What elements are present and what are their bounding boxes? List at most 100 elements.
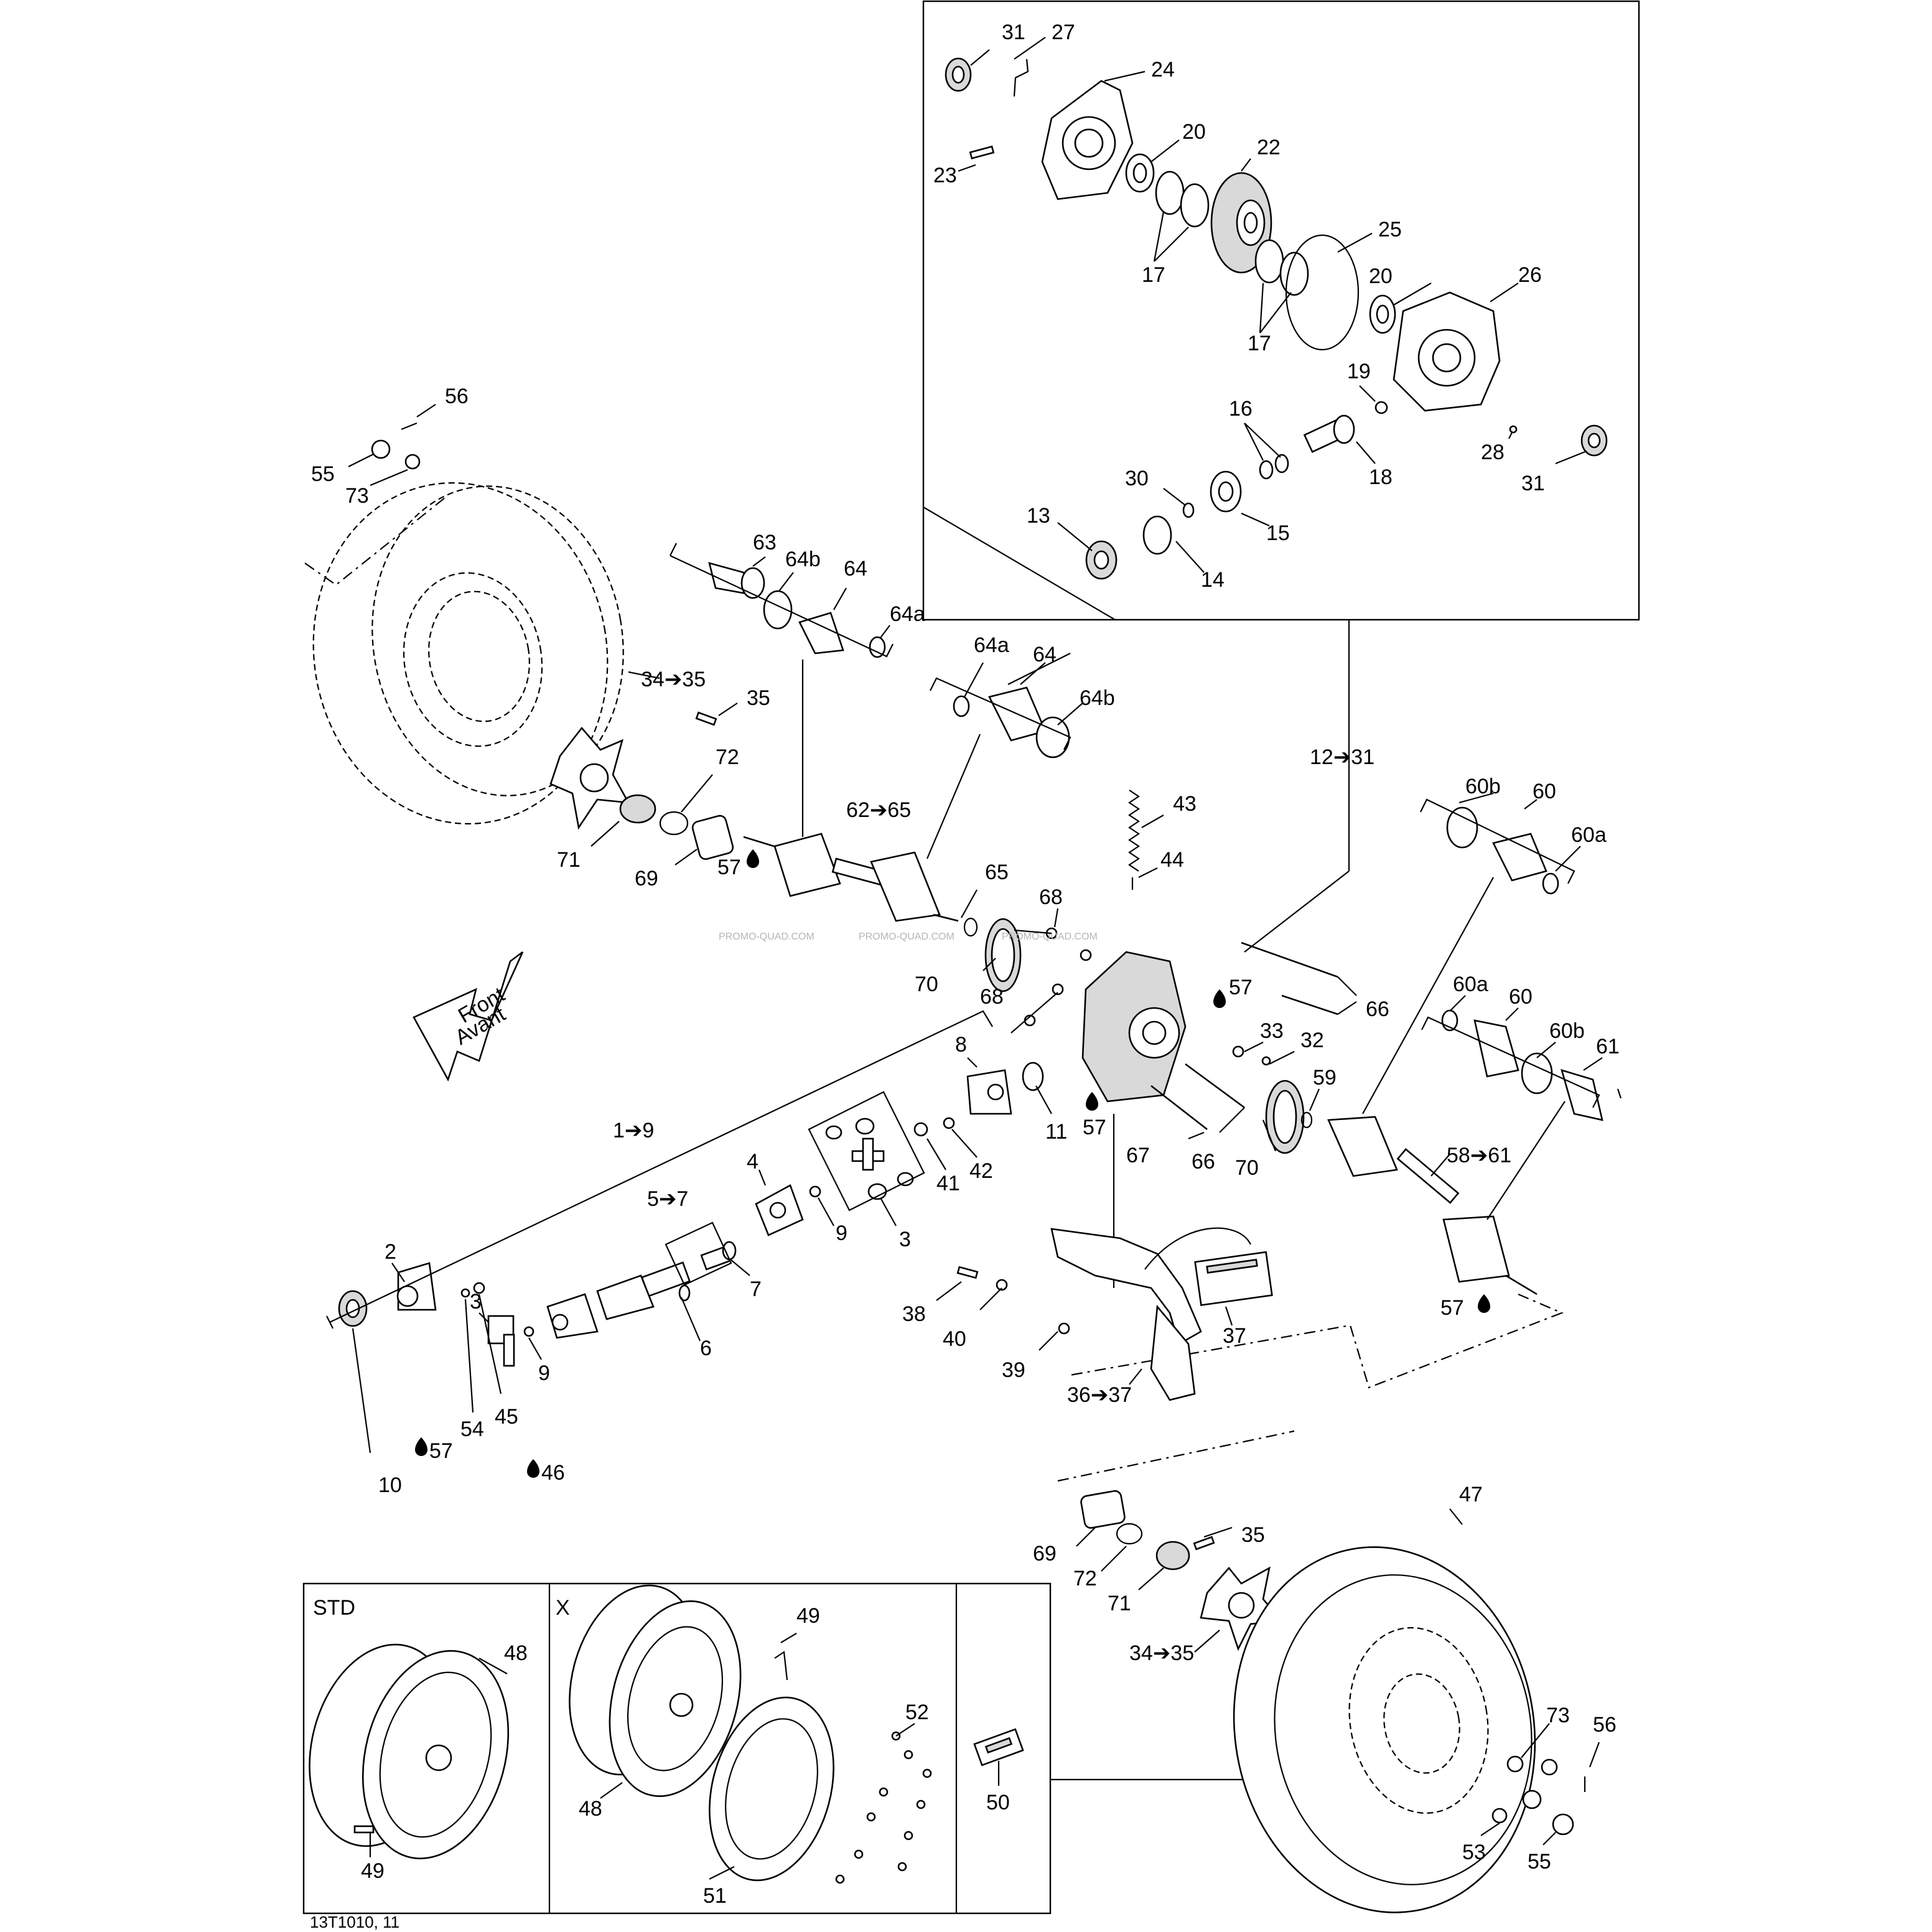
callout-67: 67 — [1126, 1144, 1150, 1167]
callout-50: 50 — [986, 1791, 1010, 1814]
callout-16: 16 — [1229, 397, 1253, 421]
callout-60b: 60b — [1549, 1019, 1585, 1043]
callout-43: 43 — [1173, 792, 1197, 816]
clip-59 — [1300, 1111, 1313, 1129]
callout-62-65: 62➔65 — [846, 798, 911, 822]
callout-61: 61 — [1596, 1035, 1620, 1058]
callout-44: 44 — [1160, 848, 1184, 872]
bracket-1-9 — [326, 1010, 993, 1329]
shim-16a — [1274, 454, 1289, 474]
callout-41: 41 — [936, 1172, 960, 1195]
seal-70-right-inner — [1272, 1090, 1297, 1144]
differential-housing-26 — [1393, 291, 1501, 412]
rear-differential-housing — [1081, 951, 1187, 1103]
callout-57: 57 — [1083, 1116, 1106, 1139]
callout-71: 71 — [1108, 1592, 1131, 1615]
screw-38 — [956, 1266, 979, 1279]
cv-kit-60-bottom — [1441, 1009, 1622, 1121]
callout-73: 73 — [345, 484, 369, 508]
seal-71-top — [619, 794, 656, 824]
callout-30: 30 — [1125, 467, 1149, 490]
bracket-64b — [930, 677, 1071, 750]
callout-60: 60 — [1533, 780, 1556, 803]
callout-26: 26 — [1518, 263, 1542, 287]
plug-28 — [1509, 425, 1518, 434]
callout-72: 72 — [716, 745, 739, 769]
callout-35: 35 — [747, 686, 770, 710]
nut-55-top — [371, 439, 391, 459]
shim-17c — [1254, 239, 1284, 284]
bracket-5-7 — [665, 1221, 732, 1286]
rim-48-std — [309, 1643, 510, 1860]
washer-42 — [943, 1117, 955, 1129]
callout-36-37: 36➔37 — [1067, 1383, 1132, 1407]
callout-57: 57 — [429, 1439, 453, 1463]
ring-30 — [1182, 502, 1195, 518]
rim-48-x — [569, 1584, 742, 1798]
nut-41 — [913, 1122, 928, 1137]
leader-58-61-b — [1486, 1101, 1566, 1220]
callout-28: 28 — [1481, 441, 1505, 464]
washer-73-b — [1541, 1758, 1558, 1776]
cross-kit-3-top — [825, 1118, 914, 1200]
leader-58-61-a — [1362, 877, 1494, 1114]
callout-47: 47 — [1459, 1483, 1483, 1506]
callout-60a: 60a — [1571, 823, 1607, 847]
callout-55: 55 — [311, 462, 335, 486]
callout-64a: 64a — [974, 633, 1009, 657]
o-ring-25 — [1285, 234, 1360, 351]
frame-cut-line — [923, 506, 1116, 620]
callout-49: 49 — [361, 1859, 385, 1883]
callout-6: 6 — [700, 1337, 712, 1360]
bolts-66-top — [1241, 941, 1338, 1015]
watermark-1: PROMO-QUAD.COM — [719, 931, 814, 942]
breather-tube-27 — [1013, 58, 1029, 97]
callout-13: 13 — [1027, 504, 1050, 528]
leader-62-65-b — [926, 734, 981, 859]
bearing-20a-inner — [1132, 162, 1147, 184]
callout-46: 46 — [541, 1461, 565, 1485]
drive-shaft-62 — [743, 833, 959, 922]
callout-39: 39 — [1002, 1358, 1025, 1382]
ring-72-bottom — [1116, 1523, 1143, 1545]
callout-64: 64 — [844, 557, 867, 581]
cotter-pin-56-top — [401, 422, 418, 431]
callout-60: 60 — [1509, 985, 1533, 1009]
seal-31-top-inner — [951, 65, 965, 84]
drive-shaft-58 — [1327, 1116, 1538, 1295]
callout-3: 3 — [899, 1228, 911, 1251]
washer-40 — [996, 1279, 1008, 1291]
cv-kit-63-64 — [708, 562, 886, 658]
bracket-60-bottom — [1421, 1016, 1600, 1108]
callout-33: 33 — [1260, 1019, 1284, 1043]
figure-reference: 13T1010, 11 — [310, 1913, 399, 1931]
callout-60a: 60a — [1453, 973, 1488, 996]
callout-12-31: 12➔31 — [1310, 745, 1374, 769]
bearing-14 — [1142, 515, 1172, 555]
callout-55: 55 — [1528, 1850, 1551, 1874]
yoke-2 — [396, 1262, 437, 1311]
callout-20: 20 — [1369, 264, 1393, 288]
cardan-joint-4 — [755, 1184, 804, 1236]
bearing-69-bottom — [1080, 1490, 1126, 1529]
vent-spring-43 — [1128, 790, 1140, 872]
frame-leader-2 — [1244, 870, 1350, 953]
oil-drop-icon — [415, 849, 1490, 1478]
bracket-cross-kit — [808, 1091, 925, 1211]
callout-11: 11 — [1045, 1120, 1067, 1144]
ring-54 — [460, 1288, 470, 1298]
beadlock-ring-51 — [709, 1696, 834, 1882]
callout-70: 70 — [1235, 1156, 1259, 1180]
callout-22: 22 — [1257, 136, 1281, 159]
callout-59: 59 — [1313, 1066, 1337, 1090]
shim-17b — [1180, 183, 1210, 228]
callout-23: 23 — [933, 164, 957, 187]
callout-56: 56 — [1593, 1713, 1617, 1737]
callout-leaders — [348, 37, 1603, 1880]
tire-rear-left — [312, 482, 624, 824]
drive-line-1-9 — [546, 1241, 737, 1339]
callout-3: 3 — [470, 1290, 482, 1314]
nut-55-bottom — [1552, 1813, 1574, 1836]
callout-54: 54 — [460, 1417, 484, 1441]
